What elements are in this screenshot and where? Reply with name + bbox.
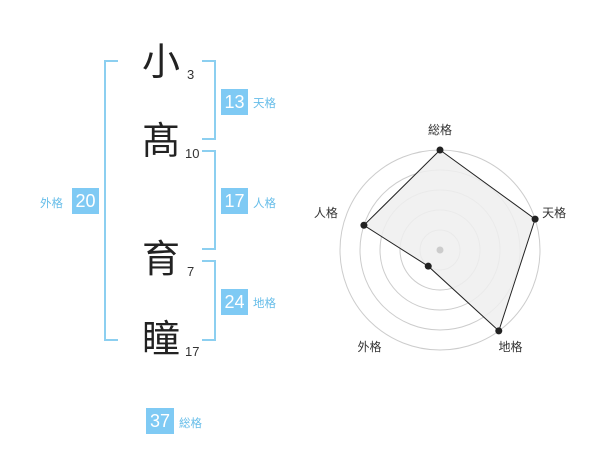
radar-point-3 <box>424 262 432 270</box>
radar-point-1 <box>531 215 539 223</box>
gaikaku-bracket <box>104 60 118 341</box>
radar-axis-label-0: 総格 <box>428 122 452 137</box>
radar-axis-label-1: 天格 <box>542 205 566 220</box>
stroke-count-1: 3 <box>187 67 195 82</box>
tenkaku-bracket <box>202 60 216 140</box>
chikaku-bracket <box>202 260 216 341</box>
chikaku-label: 地格 <box>253 296 276 310</box>
radar-axis-label-4: 人格 <box>314 205 338 220</box>
radar-center-dot <box>436 246 444 254</box>
tenkaku-score-box: 13 <box>221 89 248 115</box>
radar-axis-label-2: 地格 <box>498 339 522 354</box>
radar-axis-label-3: 外格 <box>357 339 381 354</box>
radar-area <box>363 149 536 332</box>
name-kanji-3: 育 <box>142 237 181 281</box>
jinkaku-label: 人格 <box>253 196 276 210</box>
name-kanji-4: 瞳 <box>142 317 181 361</box>
name-kanji-1: 小 <box>142 40 181 84</box>
stroke-count-3: 7 <box>187 264 195 279</box>
stroke-count-2: 10 <box>185 146 200 161</box>
soukaku-label: 総格 <box>179 416 202 430</box>
chikaku-score-box: 24 <box>221 289 248 315</box>
jinkaku-bracket <box>202 150 216 250</box>
tenkaku-label: 天格 <box>253 96 276 110</box>
gaikaku-score-box: 20 <box>72 188 99 214</box>
radar-point-2 <box>495 327 503 335</box>
gaikaku-label: 外格 <box>40 196 63 210</box>
radar-point-4 <box>360 221 368 229</box>
radar-points <box>360 146 539 335</box>
jinkaku-score-box: 17 <box>221 188 248 214</box>
name-kanji-2: 髙 <box>142 119 181 163</box>
soukaku-score-box: 37 <box>146 408 174 434</box>
stroke-count-4: 17 <box>185 344 200 359</box>
radar-point-0 <box>436 146 444 154</box>
